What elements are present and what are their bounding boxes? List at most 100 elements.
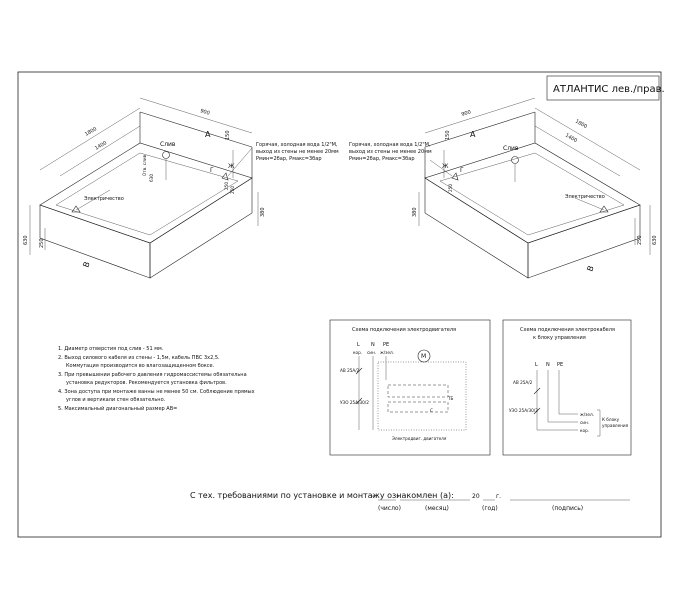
note-line-6: 4. Зона доступа при монтаже ванны не мен…: [58, 389, 255, 395]
motor-ab-switch: [355, 367, 363, 375]
motor-uzo-label: УЗО 25А/30/2: [340, 400, 369, 405]
left-dim-250c: 250: [230, 186, 235, 194]
left-note-line-3: Рмин=2бар, Рмакс=3бар: [256, 156, 322, 162]
block-PE: PE: [557, 362, 563, 368]
footer-caption-day: (число): [378, 505, 401, 512]
left-dim-250: 250: [39, 238, 45, 248]
left-dim-line-1400: [59, 125, 141, 177]
block-uzo-label: УЗО 25А/30/2: [509, 408, 538, 413]
right-point-G: Г: [460, 167, 464, 174]
left-note-line-2: выход из стены не менее 20мм: [256, 149, 339, 155]
left-side-face: [149, 177, 253, 279]
right-dim-line-1800: [534, 107, 641, 171]
left-dim-380: 380: [260, 207, 266, 217]
title-box: [546, 75, 660, 101]
left-dim-630b: 630: [149, 174, 154, 182]
right-bath-rim: [439, 152, 625, 236]
block-to-1: К блоку: [602, 417, 620, 422]
footer-caption-month: (месяц): [425, 505, 449, 512]
note-line-7: углов и вертикали стен обязательно.: [66, 397, 166, 403]
right-dim-1800: 1800: [574, 119, 588, 131]
right-electric-leader: [574, 197, 605, 211]
left-dim-line-900: [139, 97, 253, 134]
left-dim-250b: 250: [224, 182, 229, 190]
footer-year-prefix: 20: [472, 493, 480, 500]
left-point-G: Г: [210, 167, 214, 174]
block-wire-3: кор.: [580, 428, 589, 433]
right-dim-line-1400: [534, 125, 621, 177]
sheet-border: [17, 71, 662, 538]
left-point-A: А: [205, 130, 211, 139]
note-line-3: Коммутация производится во влагозащищенн…: [66, 363, 215, 369]
block-wire-2: син.: [580, 420, 589, 425]
left-dim-1400: 1400: [94, 140, 108, 152]
motor-col-2: син.: [367, 350, 376, 355]
left-bath-rim: [55, 152, 239, 236]
left-bath-view: 1800 1400 900 630 250 380 150 630 250 25…: [23, 97, 339, 279]
motor-scheme-box: [329, 319, 491, 456]
note-line-8: 5. Максимальный диагональный размер АВ=: [58, 405, 177, 412]
footer-sentence: С тех. требованиями по установке и монта…: [190, 491, 454, 500]
motor-ab-label: АВ 25А/2: [340, 368, 360, 373]
left-drain-hole-label: Отв. слив: [142, 154, 147, 176]
right-dim-900: 900: [461, 109, 472, 118]
right-dim-1400: 1400: [564, 133, 578, 145]
installation-notes: 1. Диаметр отверстия под слив - 51 мм. 2…: [58, 346, 255, 412]
left-dim-line-1800: [39, 107, 141, 171]
right-drain-label: Слив: [503, 145, 519, 152]
motor-label: Электродвиг. двигателя: [392, 436, 447, 441]
right-front-face: [527, 204, 641, 279]
acknowledgement-footer: С тех. требованиями по установке и монта…: [190, 491, 630, 512]
footer-caption-year: (год): [482, 505, 498, 512]
right-dim-line-900: [424, 97, 536, 134]
block-to-2: управления: [602, 423, 629, 428]
right-bath-view: 1800 1400 900 630 250 380 150 250 Слив Э…: [349, 97, 658, 279]
left-front-face: [39, 204, 151, 279]
block-wire-1: ж/зел.: [580, 412, 594, 417]
right-point-B: В: [585, 264, 595, 272]
right-top-face: [424, 142, 641, 244]
motor-housing: [377, 361, 467, 431]
motor-L: L: [357, 342, 360, 348]
motor-terminal-2: [387, 401, 449, 413]
block-scheme-box: [502, 319, 632, 456]
motor-wiring-scheme: Схема подключения электродвигателя L N P…: [329, 319, 491, 456]
right-dim-250b: 250: [448, 184, 453, 192]
right-dim-630: 630: [652, 235, 658, 245]
motor-C: C: [430, 408, 433, 413]
right-point-A: А: [470, 130, 476, 139]
motor-col-1: кор.: [353, 350, 362, 355]
right-drain-icon: [511, 156, 519, 164]
left-dim-900: 900: [199, 108, 210, 117]
motor-scheme-title: Схема подключения электродвигателя: [352, 327, 456, 333]
right-note-line-1: Горячая, холодная вода 1/2"М,: [349, 142, 431, 148]
block-N: N: [546, 362, 550, 368]
title-block: АТЛАНТИС лев./прав.: [546, 75, 665, 101]
motor-terminal-1: [387, 384, 449, 398]
right-electric-label: Электричество: [565, 194, 605, 200]
right-dim-250: 250: [637, 235, 643, 245]
right-wall-top: [424, 111, 536, 148]
right-water-inlet-icon: [451, 172, 459, 181]
right-point-Zh: Ж: [442, 163, 449, 170]
block-L: L: [535, 362, 538, 368]
control-block-scheme: Схема подключения электрокабеля к блоку …: [502, 319, 632, 456]
right-side-face: [424, 177, 529, 279]
motor-N: N: [371, 342, 375, 348]
left-dim-630: 630: [23, 235, 29, 245]
left-note-leader: [227, 147, 253, 177]
right-note-line-2: выход из стены не менее 20мм: [349, 149, 432, 155]
motor-M: M: [421, 353, 426, 360]
left-point-B: В: [81, 260, 91, 268]
block-title-line-2: к блоку управления: [533, 335, 586, 341]
left-electric-label: Электричество: [84, 196, 124, 202]
motor-col-3: ж/зел.: [380, 350, 394, 355]
left-dim-150: 150: [225, 130, 231, 140]
left-drain-label: Слив: [160, 141, 176, 148]
drawing-title: АТЛАНТИС лев./прав.: [553, 84, 665, 95]
left-wall-top: [139, 111, 253, 148]
block-ab-label: АВ 25А/2: [513, 380, 533, 385]
right-dim-150: 150: [445, 130, 451, 140]
footer-quote-open: «: [372, 493, 376, 500]
